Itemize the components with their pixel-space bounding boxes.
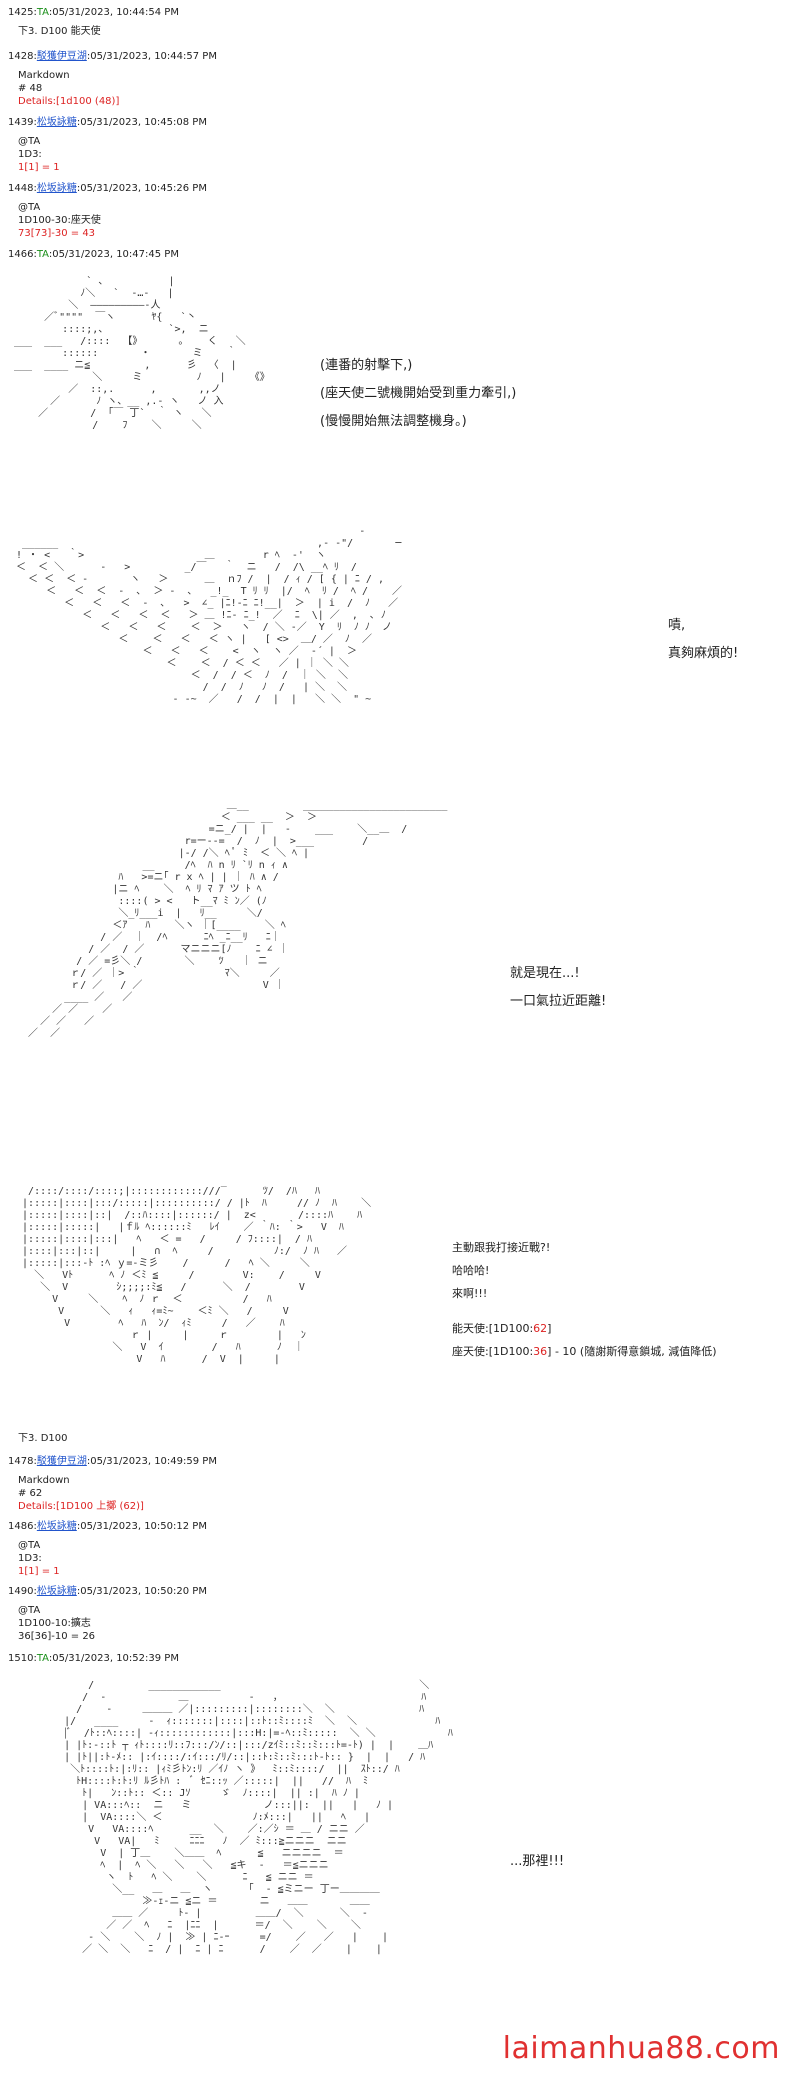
poster-name: TA <box>36 1653 49 1664</box>
post-text: @TA <box>18 1540 41 1551</box>
dice-detail: Details:[1D100 上擲 (62)] <box>18 1501 144 1512</box>
post-date: 05/31/2023, 10:44:57 PM <box>90 51 217 62</box>
post-1448: 1448:松坂詠糖:05/31/2023, 10:45:26 PM @TA 1D… <box>8 182 207 240</box>
dialogue-panel-3: 就是現在...! 一口氣拉近距離! <box>510 966 607 1009</box>
poster-name-link[interactable]: 松坂詠糖 <box>36 183 77 194</box>
dice-detail: Details:[1d100 (48)] <box>18 96 120 107</box>
post-text: @TA <box>18 202 41 213</box>
post-1486: 1486:松坂詠糖:05/31/2023, 10:50:12 PM @TA 1D… <box>8 1520 207 1578</box>
dialogue-panel-5: ...那裡!!! <box>510 1854 565 1869</box>
post-text: # 62 <box>18 1488 43 1499</box>
ascii-art-close-up: / ____________ ＼ / ‐ ＿ ‐ ， ﾊ / ‐ ＿＿＿ ／|:… <box>64 1680 453 1955</box>
post-text: 1D100-10:擴志 <box>18 1618 91 1629</box>
dice-detail: 1[1] = 1 <box>18 1566 60 1577</box>
dialogue-panel-1: (連番的射擊下,) (座天使二號機開始受到重力牽引,) (慢慢開始無法調整機身。… <box>320 358 517 429</box>
dialogue-panel-4: 主動跟我打接近戰?! 哈哈哈! 來啊!!! 能天使:[1D100:62] 座天使… <box>452 1236 717 1363</box>
poster-name: TA <box>36 7 49 18</box>
roll-result-b: 座天使:[1D100:36] - 10 (隨謝斯得意鎖城, 減值降低) <box>452 1345 717 1358</box>
ascii-art-mecha-2: ＿__ ________________________ ＜ ___ __ ＞ … <box>28 800 448 1039</box>
post-date: 05/31/2023, 10:44:54 PM <box>52 7 179 18</box>
poster-name-link[interactable]: 松坂詠糖 <box>36 1586 77 1597</box>
post-header: 1490:松坂詠糖:05/31/2023, 10:50:20 PM <box>8 1586 207 1597</box>
post-date: 05/31/2023, 10:52:39 PM <box>52 1653 179 1664</box>
dice-detail: 73[73]-30 = 43 <box>18 228 96 239</box>
post-1428: 1428:駁獲伊豆湖:05/31/2023, 10:44:57 PM Markd… <box>8 50 217 108</box>
post-1490: 1490:松坂詠糖:05/31/2023, 10:50:20 PM @TA 1D… <box>8 1585 207 1643</box>
dice-detail: 1[1] = 1 <box>18 162 60 173</box>
post-1439: 1439:松坂詠糖:05/31/2023, 10:45:08 PM @TA 1D… <box>8 116 207 174</box>
post-date: 05/31/2023, 10:49:59 PM <box>90 1456 217 1467</box>
post-1510: 1510:TA:05/31/2023, 10:52:39 PM <box>8 1652 179 1665</box>
post-header: 1425:TA:05/31/2023, 10:44:54 PM <box>8 7 179 18</box>
post-text: 1D3: <box>18 149 42 160</box>
post-text: Markdown <box>18 1475 70 1486</box>
post-header: 1466:TA:05/31/2023, 10:47:45 PM <box>8 249 179 260</box>
post-text: # 48 <box>18 83 43 94</box>
post-date: 05/31/2023, 10:50:12 PM <box>80 1521 207 1532</box>
roll-note: 下3. D100 <box>18 1433 68 1444</box>
post-text: 1D3: <box>18 1553 42 1564</box>
post-date: 05/31/2023, 10:47:45 PM <box>52 249 179 260</box>
poster-name-link[interactable]: 駁獲伊豆湖 <box>36 1456 87 1467</box>
poster-name-link[interactable]: 松坂詠糖 <box>36 1521 77 1532</box>
ascii-art-mecha-1: - ______ ,- ‐"/ ─ ! ・ < ｀> ＿ r ﾍ -' ヽ ＜ … <box>16 526 403 705</box>
post-text: Markdown <box>18 70 70 81</box>
post-1425: 1425:TA:05/31/2023, 10:44:54 PM 下3. D100… <box>8 6 179 38</box>
ascii-art-characters: /::::/::::/::::;|::::::::::::///‾ ﾂ/ /ﾊ … <box>22 1186 372 1365</box>
post-date: 05/31/2023, 10:45:08 PM <box>80 117 207 128</box>
roll-result-a: 能天使:[1D100:62] <box>452 1322 552 1335</box>
post-header: 1478:駁獲伊豆湖:05/31/2023, 10:49:59 PM <box>8 1456 217 1467</box>
post-header: 1486:松坂詠糖:05/31/2023, 10:50:12 PM <box>8 1521 207 1532</box>
post-date: 05/31/2023, 10:50:20 PM <box>80 1586 207 1597</box>
watermark-text: laimanhua88.com <box>502 2031 780 2066</box>
poster-name: TA <box>36 249 49 260</box>
post-text: @TA <box>18 136 41 147</box>
post-text: 1D100-30:座天使 <box>18 215 101 226</box>
dialogue-panel-2: 嘖, 真夠麻煩的! <box>668 618 739 661</box>
ascii-art-angel: ` 、 | ﾉ＼ ` -…- | ＼ ―――――――――-人 ／ﾞ"""" ￣ヽ… <box>14 276 270 431</box>
post-header: 1510:TA:05/31/2023, 10:52:39 PM <box>8 1653 179 1664</box>
post-text: 36[36]-10 = 26 <box>18 1631 96 1642</box>
post-date: 05/31/2023, 10:45:26 PM <box>80 183 207 194</box>
post-text: 下3. D100 能天使 <box>18 26 101 37</box>
post-text: @TA <box>18 1605 41 1616</box>
poster-name-link[interactable]: 松坂詠糖 <box>36 117 77 128</box>
post-1478: 1478:駁獲伊豆湖:05/31/2023, 10:49:59 PM Markd… <box>8 1455 217 1513</box>
post-header: 1448:松坂詠糖:05/31/2023, 10:45:26 PM <box>8 183 207 194</box>
post-header: 1428:駁獲伊豆湖:05/31/2023, 10:44:57 PM <box>8 51 217 62</box>
post-header: 1439:松坂詠糖:05/31/2023, 10:45:08 PM <box>8 117 207 128</box>
post-1466: 1466:TA:05/31/2023, 10:47:45 PM <box>8 248 179 261</box>
poster-name-link[interactable]: 駁獲伊豆湖 <box>36 51 87 62</box>
